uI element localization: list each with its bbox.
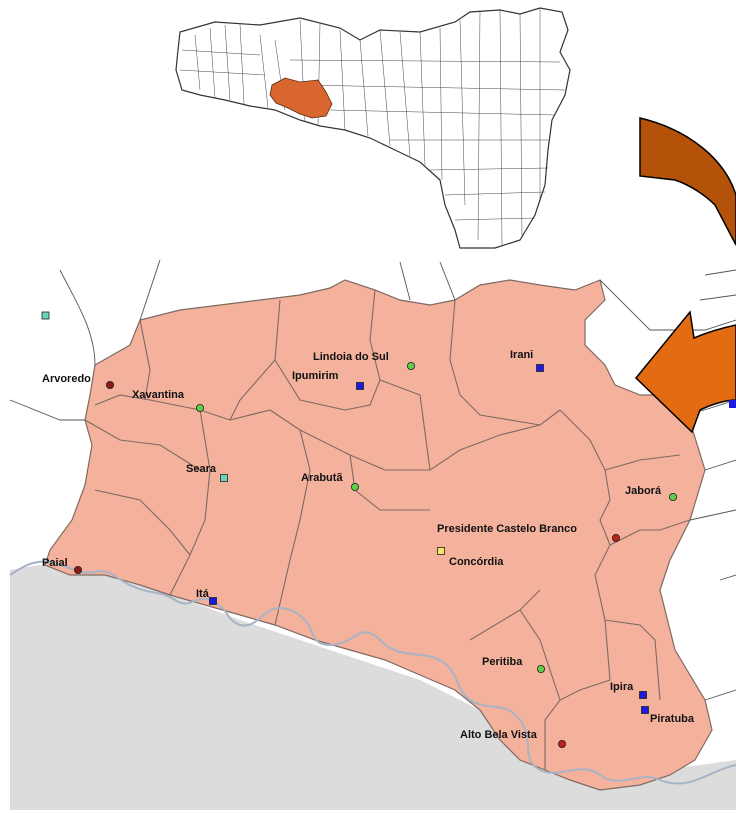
outside-land (10, 565, 736, 810)
label-ita: Itá (196, 588, 210, 600)
marker-arabuta (350, 482, 359, 491)
label-arabuta: Arabutã (301, 472, 343, 484)
marker-ipumirim (356, 382, 364, 390)
inset-municipal-lines (179, 8, 566, 247)
state-outline (175, 7, 571, 249)
highlighted-region (269, 77, 333, 119)
label-peritiba: Peritiba (482, 656, 523, 668)
marker-lindoia-do-sul (406, 361, 415, 370)
label-xavantina: Xavantina (132, 389, 185, 401)
curved-arrow-icon (639, 117, 736, 246)
label-ipumirim: Ipumirim (292, 370, 339, 382)
corner-marker (41, 311, 50, 320)
pointer-arrow-icon (634, 310, 736, 434)
marker-arvoredo (106, 380, 115, 389)
marker-xavantina (195, 403, 204, 412)
marker-ipira (639, 691, 647, 699)
marker-presidente-castelo-branco (612, 534, 621, 543)
outside-borders (9, 259, 736, 701)
marker-piratuba (641, 706, 649, 714)
edge-marker (729, 400, 736, 408)
inset-state-map (175, 7, 571, 249)
label-concordia: Concórdia (449, 556, 504, 568)
label-alto-bela-vista: Alto Bela Vista (460, 729, 538, 741)
label-piratuba: Piratuba (650, 713, 695, 725)
marker-jabora (669, 492, 678, 501)
marker-concordia (437, 547, 445, 555)
municipal-borders (84, 289, 691, 770)
label-paial: Paial (42, 557, 68, 569)
region-fill (44, 279, 713, 791)
marker-peritiba (537, 665, 546, 674)
label-lindoia-do-sul: Lindoia do Sul (313, 351, 389, 363)
marker-seara (220, 474, 228, 482)
municipality-markers (74, 361, 678, 749)
marker-ita (209, 597, 217, 605)
label-presidente-castelo-branco: Presidente Castelo Branco (437, 523, 577, 535)
marker-irani (536, 364, 544, 372)
outer-rivers (9, 560, 736, 785)
marker-alto-bela-vista (558, 740, 567, 749)
label-irani: Irani (510, 349, 533, 361)
marker-paial (74, 566, 83, 575)
label-ipira: Ipira (610, 681, 634, 693)
label-arvoredo: Arvoredo (42, 373, 91, 385)
label-jabora: Jaborá (625, 485, 662, 497)
label-seara: Seara (186, 463, 217, 475)
